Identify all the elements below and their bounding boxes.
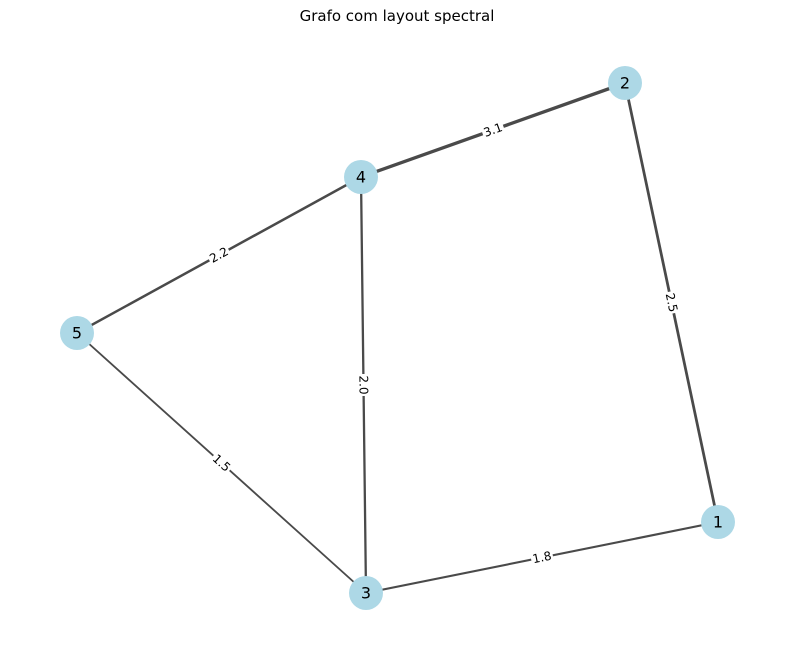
edge-label-4-5: 2.2	[205, 242, 233, 268]
diagram-title: Grafo com layout spectral	[299, 7, 495, 25]
node-4	[344, 160, 378, 194]
nodes-layer: 1 2 3 4 5	[60, 66, 735, 610]
edge-label-background	[529, 547, 555, 568]
edge-label-background	[479, 118, 507, 142]
node-5	[60, 316, 94, 350]
node-label-3: 3	[361, 584, 371, 603]
edge-label-background	[207, 449, 236, 477]
edge-weight-label: 2.0	[356, 375, 370, 394]
edge-label-4-2: 3.1	[479, 118, 507, 142]
node-label-2: 2	[620, 74, 630, 93]
node-label-5: 5	[72, 324, 82, 343]
node-label-1: 1	[713, 513, 723, 532]
edge-weight-label: 2.5	[663, 292, 681, 314]
edge-label-4-3: 2.0	[355, 373, 372, 397]
edge-label-background	[205, 242, 233, 268]
node-3	[349, 576, 383, 610]
edge-label-3-1: 1.8	[529, 547, 555, 568]
edge-labels-layer: 3.12.52.22.01.81.5	[205, 118, 682, 568]
edges-layer	[75, 81, 720, 595]
edge-label-background	[661, 290, 682, 315]
edge-weight-label: 1.8	[531, 549, 552, 566]
edge-label-2-1: 2.5	[661, 290, 682, 315]
node-label-4: 4	[356, 168, 366, 187]
edge-weight-label: 3.1	[482, 120, 505, 140]
node-1	[701, 505, 735, 539]
node-2	[608, 66, 642, 100]
edge-label-background	[355, 373, 372, 397]
